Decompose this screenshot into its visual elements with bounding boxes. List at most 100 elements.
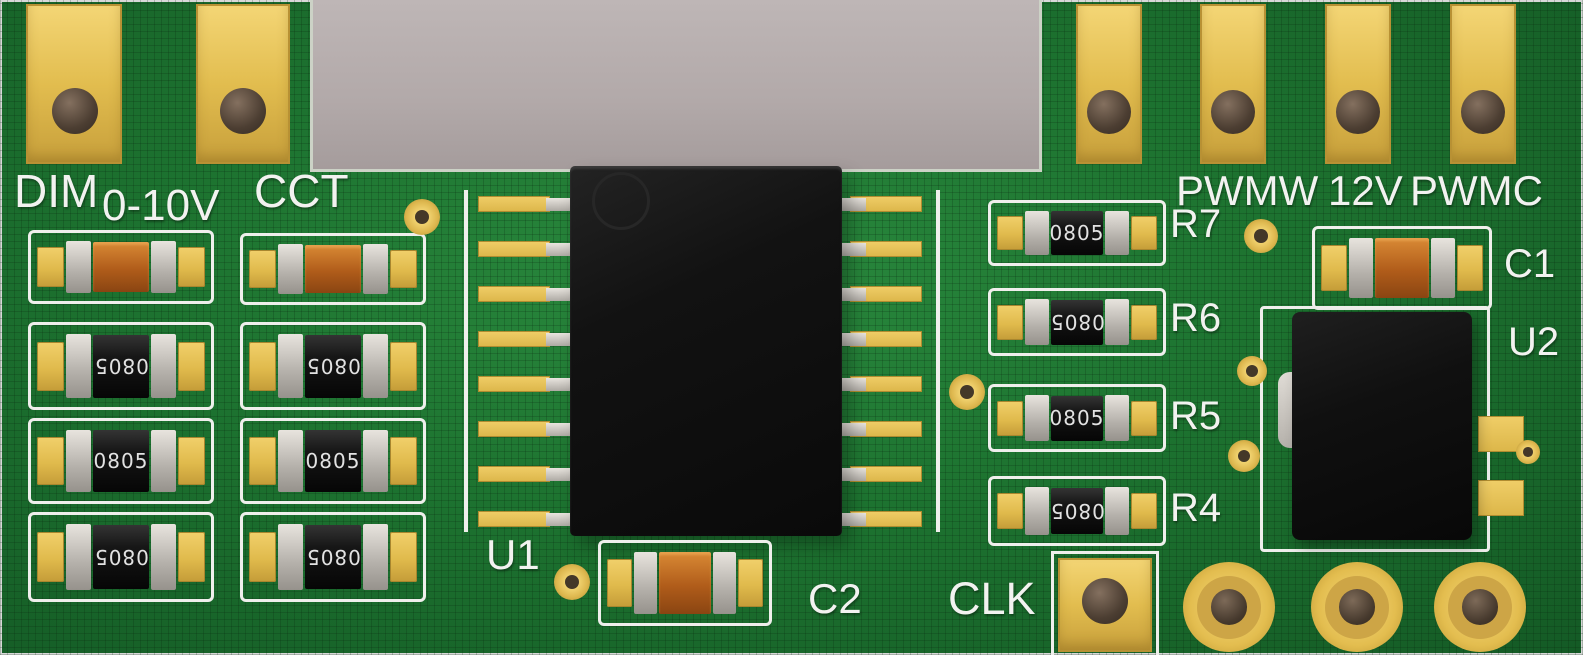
terminal [1024, 395, 1049, 441]
ic-pad [850, 376, 922, 392]
ic-pad [850, 466, 922, 482]
through-hole-pad-dim-a [26, 4, 122, 164]
smd-pad [1131, 492, 1157, 530]
smd-pad [37, 437, 64, 485]
label-c1: C1 [1504, 242, 1556, 286]
resistor-marking: 0805 [93, 354, 149, 378]
via [404, 199, 440, 235]
resistor-marking: 0805 [1049, 310, 1105, 334]
smd-pad [738, 559, 763, 607]
terminal [277, 523, 304, 591]
resistor-marking: 0805 [93, 544, 149, 569]
smd-pad [997, 400, 1023, 436]
smd-pad [249, 250, 276, 288]
resistor-marking: 0805 [1049, 221, 1105, 245]
resistor-body: 0805 [305, 334, 361, 398]
ic-pad [850, 511, 922, 527]
pin1-marker [592, 172, 650, 230]
through-hole-pad-round [1311, 562, 1403, 652]
capacitor-body [93, 241, 149, 293]
smd-capacitor-c2 [598, 540, 772, 626]
via-hole [1523, 447, 1533, 457]
terminal [277, 244, 304, 294]
drill-hole [1461, 589, 1499, 625]
ic-pad [478, 376, 550, 392]
smd-resistor: 0805 [28, 512, 214, 602]
ic-pad [478, 511, 550, 527]
via [554, 564, 590, 600]
via [1244, 219, 1278, 253]
transistor-u2-body [1292, 312, 1472, 540]
terminal [1105, 299, 1130, 345]
via-hole [1246, 365, 1258, 377]
drill-hole [52, 88, 98, 134]
ic-pad [478, 466, 550, 482]
smd-pad [1321, 244, 1347, 292]
smd-pad [390, 437, 417, 485]
through-hole-pad-12v [1325, 4, 1391, 164]
terminal [277, 333, 304, 399]
drill-hole [1210, 589, 1248, 625]
via [1237, 356, 1267, 386]
smd-pad [249, 341, 276, 391]
ic-pad [478, 286, 550, 302]
terminal [277, 429, 304, 493]
label-dim: DIM [14, 165, 99, 217]
resistor-marking: 0805 [1049, 498, 1105, 523]
ic-pad [850, 421, 922, 437]
smd-resistor-r7: 0805 [988, 200, 1166, 266]
label-r6: R6 [1170, 296, 1222, 340]
smd-pad [249, 437, 276, 485]
label-clk: CLK [948, 573, 1036, 624]
smd-pad [37, 341, 64, 391]
label-r4: R4 [1170, 486, 1222, 530]
smd-pad [249, 531, 276, 583]
smd-pad [607, 559, 632, 607]
terminal [65, 241, 92, 293]
smd-capacitor [28, 230, 214, 304]
terminal [1430, 237, 1456, 299]
through-hole-pad-round [1183, 562, 1275, 652]
via-hole [414, 209, 430, 225]
smd-resistor-r6: 0805 [988, 288, 1166, 356]
resistor-marking: 0805 [1049, 406, 1105, 430]
smd-resistor: 0805 [240, 512, 426, 602]
smd-pad [178, 341, 205, 391]
resistor-marking: 0805 [305, 449, 361, 473]
resistor-body: 0805 [93, 334, 149, 398]
smd-pad [178, 437, 205, 485]
terminal [150, 333, 177, 399]
terminal [362, 244, 389, 294]
via [949, 374, 985, 410]
through-hole-pad-round [1434, 562, 1526, 652]
terminal [1105, 487, 1130, 535]
drill-hole [1082, 578, 1128, 624]
through-hole-pad-dim-b [196, 4, 290, 164]
drill-hole [1338, 589, 1376, 625]
smd-resistor-r5: 0805 [988, 384, 1166, 452]
label-12v: 12V [1328, 167, 1403, 214]
resistor-body: 0805 [1049, 487, 1105, 535]
via-hole [1254, 229, 1268, 243]
resistor-body: 0805 [305, 430, 361, 492]
smd-pad [37, 247, 64, 287]
terminal [362, 523, 389, 591]
ic-pad [478, 331, 550, 347]
smd-pad [1457, 244, 1483, 292]
terminal [65, 333, 92, 399]
via-hole [564, 574, 580, 590]
terminal [65, 429, 92, 493]
smd-capacitor [240, 233, 426, 305]
resistor-marking: 0805 [305, 354, 361, 378]
resistor-body: 0805 [93, 430, 149, 492]
smd-pad [1131, 400, 1157, 436]
resistor-marking: 0805 [305, 544, 361, 569]
label-r5: R5 [1170, 394, 1222, 438]
smd-pad [178, 247, 205, 287]
drill-hole [1336, 90, 1380, 134]
drill-hole [1087, 90, 1131, 134]
resistor-body: 0805 [305, 524, 361, 590]
resistor-body: 0805 [1049, 299, 1105, 345]
via [1516, 440, 1540, 464]
